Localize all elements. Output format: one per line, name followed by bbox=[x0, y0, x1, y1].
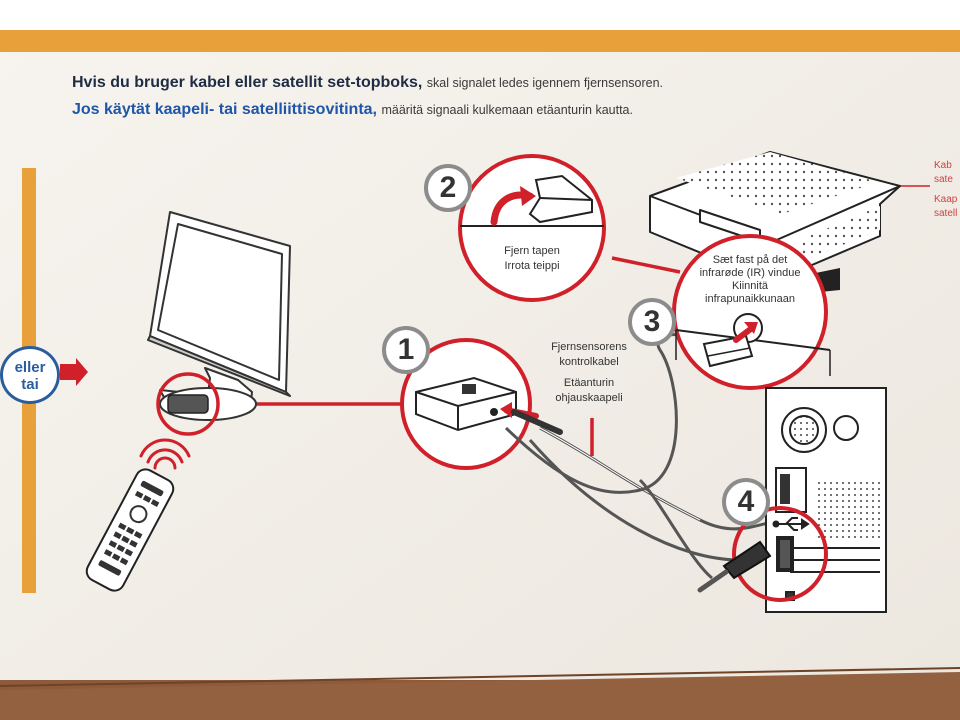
step2-label-da: Fjern tapen bbox=[504, 245, 560, 257]
cable-label-da-2: kontrolkabel bbox=[559, 356, 619, 368]
side-note-2: sate bbox=[934, 174, 953, 185]
or-badge: eller tai bbox=[0, 346, 60, 404]
heading-danish-rest: skal signalet ledes igennem fjernsensore… bbox=[426, 76, 664, 90]
cable-label-fi-2: ohjauskaapeli bbox=[555, 392, 623, 404]
cable-label-da-1: Fjernsensorens bbox=[551, 341, 627, 353]
step3-label-fi-2: infrapunaikkunaan bbox=[705, 293, 795, 305]
step2-label: Fjern tapen Irrota teippi bbox=[488, 244, 576, 274]
side-note-1: Kab bbox=[934, 160, 952, 171]
cable-label: Fjernsensorens kontrolkabel Etäanturin o… bbox=[534, 340, 644, 406]
tape-icon bbox=[528, 174, 593, 224]
usb-port-icon bbox=[776, 536, 794, 572]
heading-finnish-rest: määritä signaali kulkemaan etäanturin ka… bbox=[381, 103, 633, 117]
side-note-3: Kaap bbox=[934, 194, 958, 205]
or-badge-line1: eller bbox=[14, 359, 46, 376]
cable-label-fi-1: Etäanturin bbox=[563, 377, 615, 389]
step3-label: Sæt fast på det infrarøde (IR) vindue Ki… bbox=[690, 254, 810, 306]
step3-label-da-2: infrarøde (IR) vindue bbox=[699, 267, 801, 279]
step2-circle bbox=[458, 154, 606, 302]
step3-label-da-1: Sæt fast på det bbox=[712, 254, 788, 266]
step3-label-fi-1: Kiinnitä bbox=[731, 280, 769, 292]
step3-badge: 3 bbox=[628, 298, 676, 346]
monitor-icon bbox=[147, 211, 291, 421]
step4-badge: 4 bbox=[722, 478, 770, 526]
pc-tower-icon bbox=[765, 387, 887, 613]
step2-badge: 2 bbox=[424, 164, 472, 212]
heading-finnish-bold: Jos käytät kaapeli- tai satelliittisovit… bbox=[72, 101, 377, 118]
monitor-sensor-highlight bbox=[156, 372, 220, 436]
usb-icon bbox=[772, 517, 810, 531]
remote-control-icon bbox=[85, 468, 175, 592]
side-note-4: satell bbox=[934, 208, 958, 219]
heading-finnish: Jos käytät kaapeli- tai satelliittisovit… bbox=[72, 101, 633, 119]
sensor-attached-icon bbox=[702, 334, 754, 368]
eller-arrow-icon bbox=[60, 358, 88, 386]
step4-circle bbox=[732, 506, 828, 602]
sensor-on-monitor-icon bbox=[167, 394, 209, 414]
side-note: Kab sate Kaap satell bbox=[934, 156, 957, 224]
step1-badge: 1 bbox=[382, 326, 430, 374]
or-badge-line2: tai bbox=[21, 376, 39, 393]
usb-plug-icon bbox=[722, 540, 772, 580]
top-orange-band bbox=[0, 30, 960, 52]
heading-danish: Hvis du bruger kabel eller satellit set-… bbox=[72, 74, 663, 92]
step2-label-fi: Irrota teippi bbox=[504, 260, 560, 272]
ir-signal-icon bbox=[139, 438, 191, 470]
heading-danish-bold: Hvis du bruger kabel eller satellit set-… bbox=[72, 74, 423, 91]
